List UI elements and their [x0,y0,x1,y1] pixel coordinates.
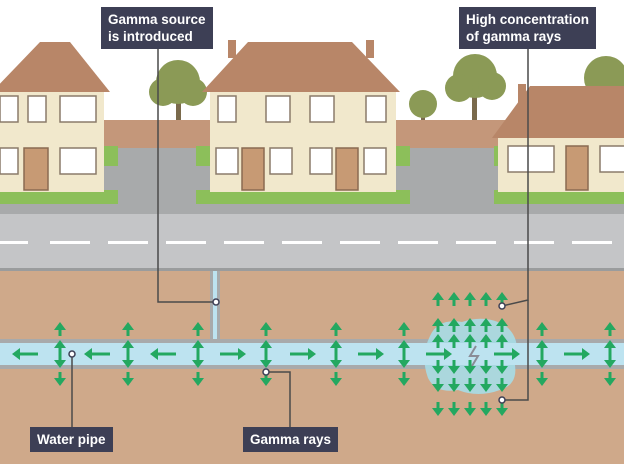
green-arrow-icon [536,322,548,336]
green-arrow-icon [260,372,272,386]
green-arrow-icon [432,318,444,332]
green-arrow-icon [398,372,410,386]
green-arrow-icon [432,292,444,306]
green-arrow-icon [54,354,66,368]
green-arrow-icon [330,340,342,354]
green-arrow-icon [448,378,460,392]
green-arrow-icon [290,348,316,360]
green-arrow-icon [432,402,444,416]
leak-crack-icon [468,345,480,367]
green-arrow-icon [122,322,134,336]
service-trench [210,271,220,343]
tree [409,90,437,118]
green-arrow-icon [480,318,492,332]
green-arrow-icon [122,340,134,354]
gamma-source-label-line-2: is introduced [108,29,193,44]
green-arrow-icon [150,348,176,360]
green-arrow-icon [330,354,342,368]
gamma-ray-arrows [12,292,616,416]
trees [149,54,624,124]
green-arrow-icon [494,348,520,360]
house [0,42,110,192]
leader-lines [71,46,529,430]
green-arrow-icon [448,334,460,348]
green-arrow-icon [260,340,272,354]
road-markings [0,241,612,244]
green-arrow-icon [330,372,342,386]
green-arrow-icon [464,292,476,306]
green-arrow-icon [192,340,204,354]
gamma-rays-label: Gamma rays [243,427,339,452]
green-arrow-icon [480,334,492,348]
green-arrow-icon [464,318,476,332]
green-arrow-icon [604,372,616,386]
green-arrow-icon [398,322,410,336]
house [202,40,400,192]
high-concentration-label: High concentration of gamma rays [459,7,597,49]
green-arrow-icon [426,348,452,360]
green-arrow-icon [448,318,460,332]
green-arrow-icon [432,360,444,374]
green-arrow-icon [122,354,134,368]
house [492,84,624,192]
green-arrow-icon [496,334,508,348]
green-arrow-icon [432,378,444,392]
green-arrow-icon [496,360,508,374]
green-arrow-icon [604,322,616,336]
green-arrow-icon [480,292,492,306]
high-concentration-label-line-2: of gamma rays [466,29,562,44]
high-concentration-label-line-1: High concentration [466,12,590,27]
feeder-pipe [213,271,217,343]
green-arrow-icon [496,318,508,332]
green-arrow-icon [432,334,444,348]
gamma-source-label: Gamma source is introduced [101,7,213,49]
leader-dots [68,298,506,404]
green-arrow-icon [398,354,410,368]
green-arrow-icon [260,322,272,336]
gamma-rays-leader [266,371,291,428]
green-arrow-icon [192,322,204,336]
green-arrow-icon [496,402,508,416]
green-arrow-icon [448,292,460,306]
green-arrow-icon [480,378,492,392]
green-arrow-icon [604,354,616,368]
green-arrow-icon [358,348,384,360]
green-arrow-icon [496,292,508,306]
green-arrow-icon [536,354,548,368]
green-arrow-icon [496,378,508,392]
green-arrow-icon [54,322,66,336]
green-arrow-icon [192,354,204,368]
water-pipe-label: Water pipe [30,427,113,452]
green-arrow-icon [464,378,476,392]
green-arrow-icon [480,402,492,416]
green-arrow-icon [12,348,38,360]
green-arrow-icon [448,360,460,374]
green-arrow-icon [536,372,548,386]
green-arrow-icon [448,402,460,416]
green-arrow-icon [480,360,492,374]
green-arrow-icon [464,360,476,374]
high-concentration-leader-lower [504,300,529,401]
green-arrow-icon [54,340,66,354]
green-arrow-icon [536,340,548,354]
green-arrow-icon [84,348,110,360]
green-arrow-icon [464,402,476,416]
green-arrow-icon [260,354,272,368]
green-arrow-icon [192,372,204,386]
green-arrow-icon [398,340,410,354]
green-arrow-icon [464,334,476,348]
green-arrow-icon [54,372,66,386]
green-arrow-icon [220,348,246,360]
gamma-source-label-line-1: Gamma source [108,12,206,27]
gamma-source-leader [157,46,216,303]
green-arrow-icon [564,348,590,360]
green-arrow-icon [122,372,134,386]
green-arrow-icon [330,322,342,336]
green-arrow-icon [604,340,616,354]
